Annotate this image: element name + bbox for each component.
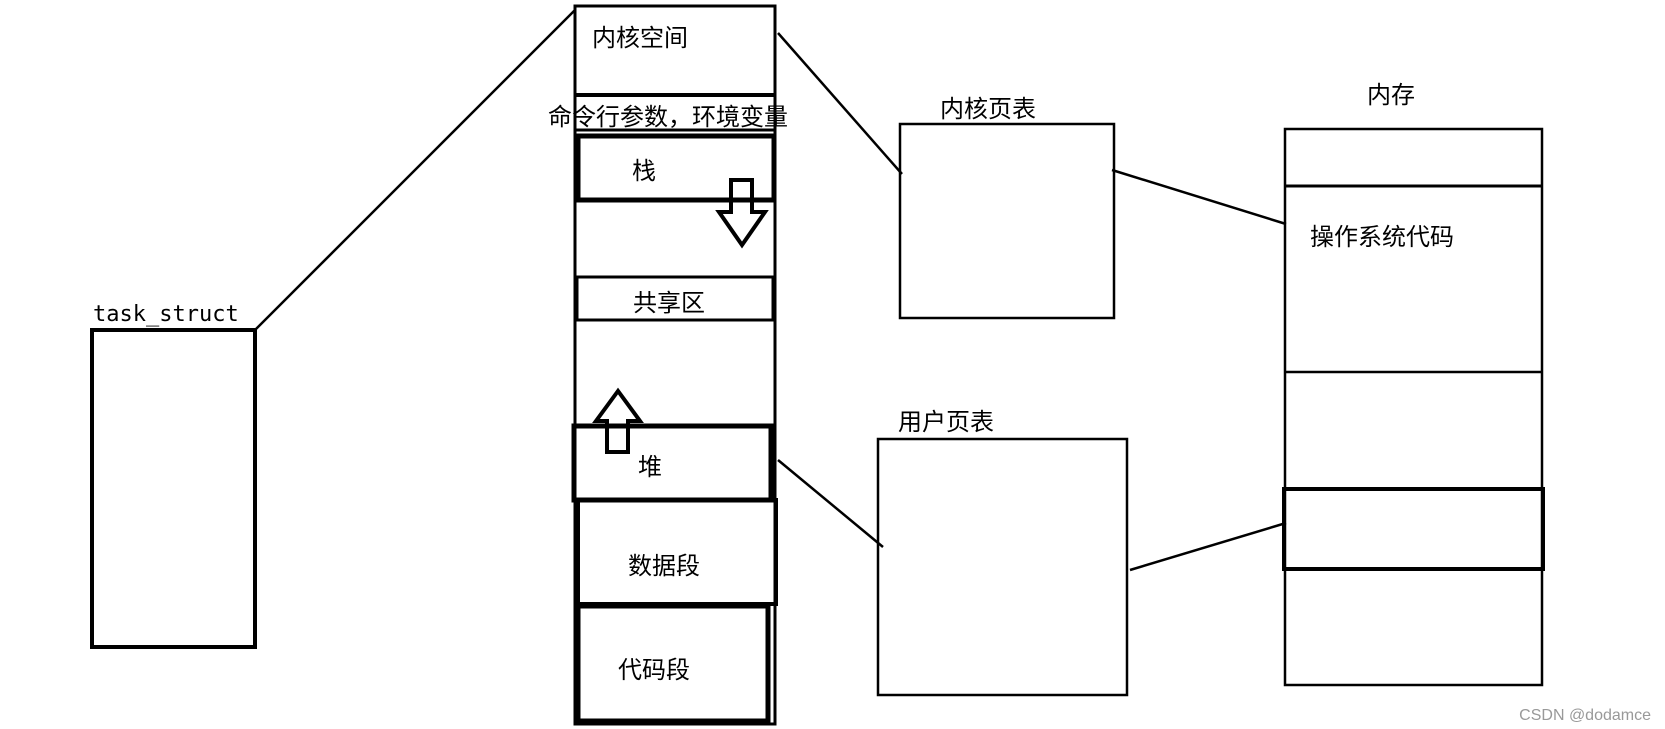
address-space-outline	[573, 4, 777, 726]
cmdline-env-label: 命令行参数，环境变量	[548, 103, 788, 131]
memory-user-block	[1282, 487, 1545, 571]
heap-grow-up-arrow-icon	[592, 387, 644, 454]
memory-outline	[1283, 127, 1544, 687]
os-code-label: 操作系统代码	[1310, 223, 1454, 251]
kernel-page-table-to-memory-line	[1111, 168, 1287, 226]
user-page-table-to-memory-line	[1129, 521, 1287, 572]
kernel-page-table: 内核页表	[898, 95, 1116, 320]
code-segment-label: 代码段	[618, 656, 690, 684]
heap-to-user-page-table-line	[777, 459, 884, 548]
kernel-space-label: 内核空间	[592, 24, 688, 52]
user-page-table: 用户页表	[876, 408, 1129, 697]
stack-label: 栈	[632, 157, 656, 185]
stack-grow-down-arrow-icon	[715, 178, 769, 249]
task-struct: task_struct	[90, 302, 257, 649]
task-struct-label: task_struct	[93, 302, 239, 327]
data-segment-label: 数据段	[628, 552, 700, 580]
code-segment	[575, 603, 771, 724]
kernel-page-table-label: 内核页表	[940, 95, 1036, 123]
task-struct-box	[90, 328, 257, 649]
shared-region-segment	[575, 275, 775, 322]
physical-memory: 内存 操作系统代码	[1282, 81, 1545, 687]
heap-segment	[571, 423, 774, 503]
heap-label: 堆	[638, 453, 662, 481]
task-struct-connector	[254, 9, 576, 331]
watermark: CSDN @dodamce	[1519, 707, 1651, 724]
kernel-page-table-box	[898, 122, 1116, 320]
address-space-column: 内核空间 命令行参数，环境变量 栈 共享区 堆 数据段 代码段	[548, 4, 788, 726]
user-page-table-box	[876, 437, 1129, 697]
shared-region-label: 共享区	[633, 289, 705, 317]
user-page-table-label: 用户页表	[898, 408, 994, 436]
memory-title: 内存	[1367, 81, 1415, 109]
stack-segment	[575, 133, 777, 203]
kernel-space-to-kernel-page-table-line	[777, 32, 903, 175]
